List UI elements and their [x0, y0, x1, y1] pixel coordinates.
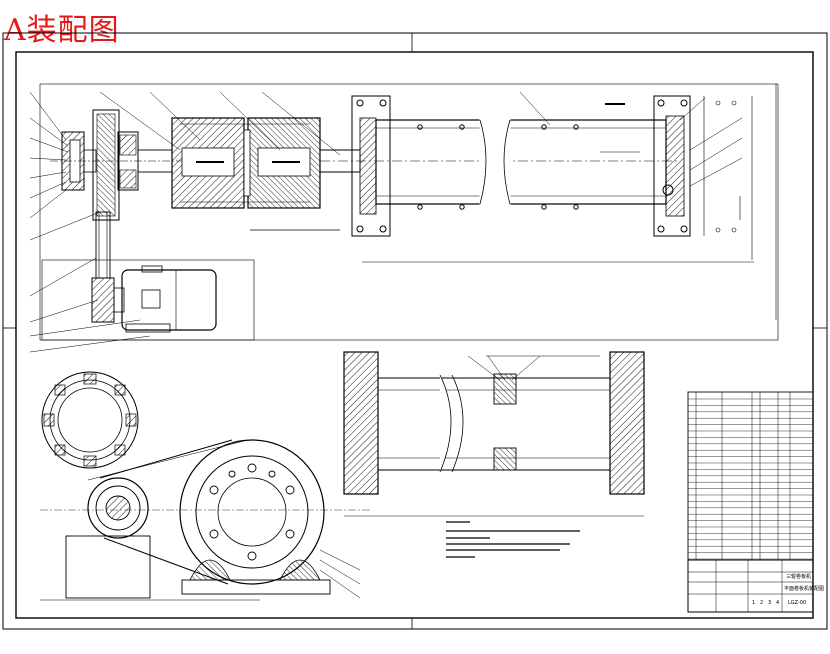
technical-notes: [446, 521, 580, 558]
title-block-scale-1: 1: [752, 600, 755, 606]
parts-list-table: [687, 391, 814, 561]
main-assembly-view: [29, 83, 779, 353]
title-block-scale-2: 2: [760, 600, 763, 606]
title-block-drawing-title: 三辊卷板机: [786, 573, 811, 580]
title-block: [687, 559, 814, 613]
title-block-scale-3: 3: [768, 600, 771, 606]
upper-roller: [375, 113, 667, 211]
reducer-gearbox: [171, 117, 340, 231]
left-coupling-assembly: [50, 109, 190, 221]
title-block-drawing-number: LGZ-00: [788, 600, 806, 606]
leader-lines-left: [29, 91, 743, 353]
title-block-part-title: 平面卷板机装配图: [784, 585, 824, 592]
right-flange-dimensions: [703, 84, 777, 320]
title-block-scale-4: 4: [776, 600, 779, 606]
right-bearing-block: [653, 95, 691, 237]
side-elevation-view: [40, 439, 370, 601]
roller-section-view: [343, 351, 645, 517]
left-bearing-block: [351, 95, 391, 237]
drawing-title-stamp: A装配图: [4, 13, 120, 48]
main-dimension-lines: [250, 103, 754, 263]
sheet-border: [2, 32, 828, 630]
motor-assembly: [41, 211, 255, 341]
flange-detail-view: [41, 371, 139, 469]
